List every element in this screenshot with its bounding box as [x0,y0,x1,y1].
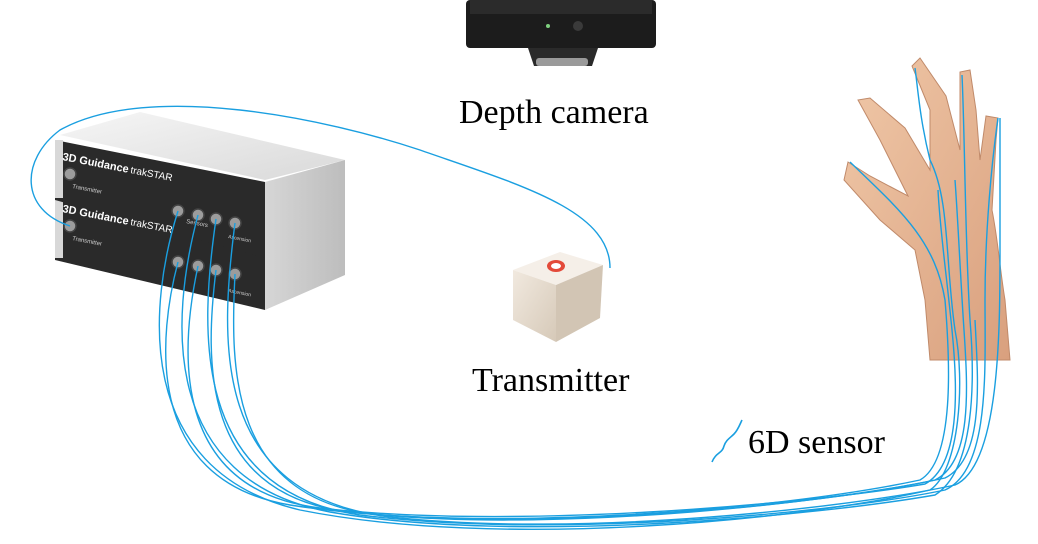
connector-ports [63,167,242,281]
sensor-label: 6D sensor [748,424,885,461]
transmitter-cube-icon [513,252,603,342]
sensors-label: Sensors [186,219,209,229]
transmitter-label: Transmitter [472,362,630,399]
top-unit-port-label: Transmitter [72,184,103,196]
bottom-unit-vendor: Ascension [228,288,252,298]
trakstar-unit-top [55,112,345,258]
depth-camera-label: Depth camera [459,94,649,131]
top-unit-vendor: Ascension [228,234,252,244]
sensor-cables [30,67,1001,530]
depth-camera-icon [466,0,656,66]
bottom-unit-port-label: Transmitter [72,236,103,248]
sensor-legend-icon [711,419,743,463]
